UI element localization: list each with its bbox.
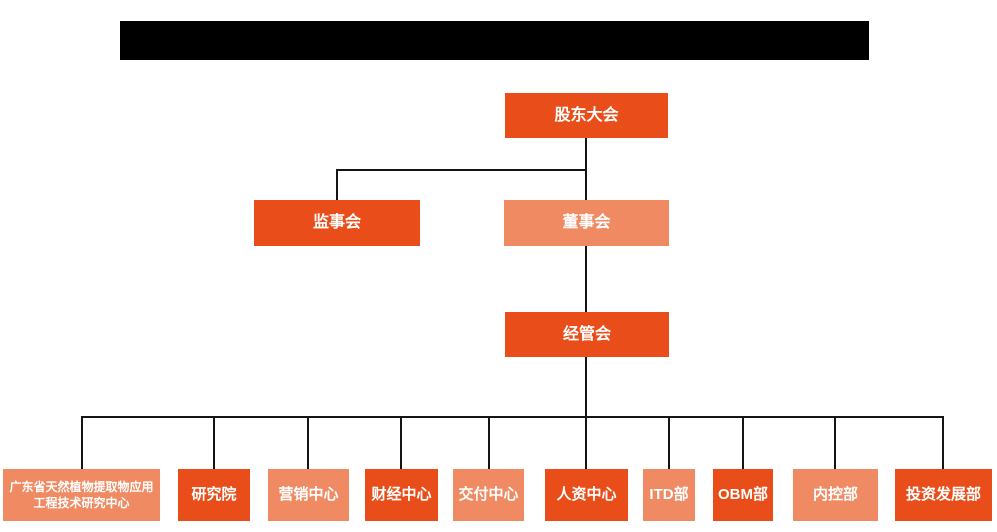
connector-drop-research bbox=[213, 416, 215, 469]
node-board-of-directors: 董事会 bbox=[504, 200, 669, 246]
node-dept-research-institute: 研究院 bbox=[178, 469, 250, 521]
connector-drop-itd bbox=[668, 416, 670, 469]
connector-drop-delivery bbox=[488, 416, 490, 469]
connector-board-vertical bbox=[585, 246, 587, 312]
node-dept-hr-center: 人资中心 bbox=[545, 469, 628, 521]
connector-drop-marketing bbox=[307, 416, 309, 469]
node-dept-internal-control: 内控部 bbox=[793, 469, 878, 521]
node-supervisory-board: 监事会 bbox=[254, 200, 420, 246]
connector-drop-finance bbox=[400, 416, 402, 469]
connector-management-vertical bbox=[585, 357, 587, 469]
connector-branch-horizontal bbox=[336, 169, 587, 171]
node-dept-gd-plant-extract-research-center: 广东省天然植物提取物应用工程技术研究中心 bbox=[3, 469, 160, 521]
node-dept-obm: OBM部 bbox=[713, 469, 773, 521]
node-dept-finance-center: 财经中心 bbox=[365, 469, 438, 521]
redacted-title-bar bbox=[120, 21, 869, 60]
node-shareholders-meeting: 股东大会 bbox=[505, 93, 668, 138]
connector-drop-internal-ctrl bbox=[834, 416, 836, 469]
connector-drop-obm bbox=[742, 416, 744, 469]
node-dept-itd: ITD部 bbox=[643, 469, 695, 521]
node-management-committee: 经管会 bbox=[505, 312, 669, 357]
node-dept-marketing-center: 营销中心 bbox=[268, 469, 349, 521]
connector-supervisory-vertical bbox=[336, 169, 338, 200]
connector-drop-gd-center bbox=[81, 416, 83, 469]
connector-bus-horizontal bbox=[81, 416, 944, 418]
connector-drop-investment bbox=[942, 416, 944, 469]
node-dept-investment-development: 投资发展部 bbox=[895, 469, 992, 521]
node-dept-delivery-center: 交付中心 bbox=[453, 469, 524, 521]
